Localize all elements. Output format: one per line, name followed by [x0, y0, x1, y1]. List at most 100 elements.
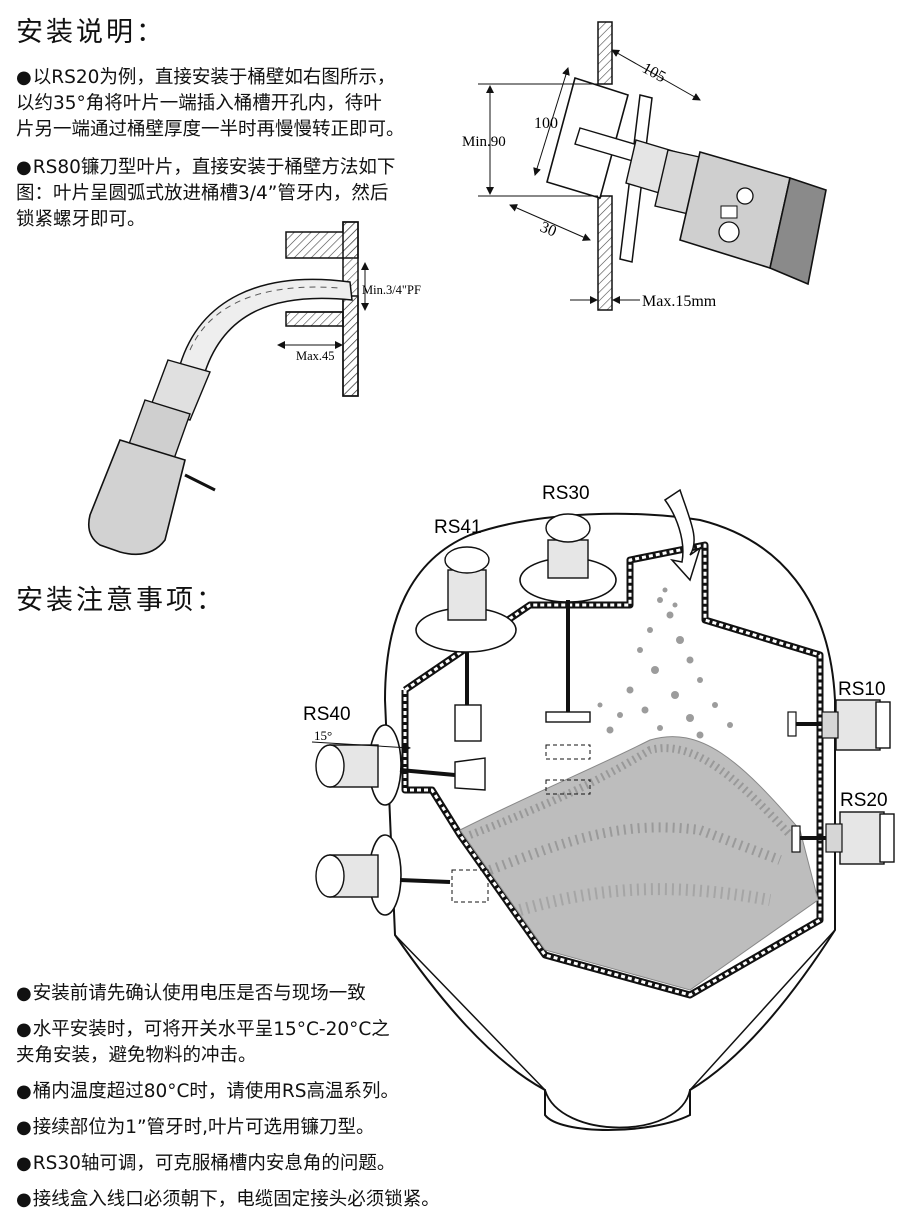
dim-label-max15: Max.15mm — [642, 293, 717, 310]
silo-diagram: 15° RS30 RS41 RS40 RS10 — [303, 483, 895, 1131]
rs30-cap — [545, 513, 591, 543]
rs40b-shaft — [399, 878, 451, 884]
install-paragraph-2: ●RS80镰刀型叶片，直接安装于桶壁方法如下 图：叶片呈圆弧式放进桶槽3/4”管… — [16, 155, 395, 233]
bullet-icon: ● — [16, 1019, 32, 1040]
blade-hub — [149, 359, 211, 421]
precaution-text: 桶内温度超过80°C时，请使用RS高温系列。 — [32, 1081, 400, 1102]
precautions-heading: 安装注意事项： — [16, 585, 226, 616]
inflow-arrow-icon — [663, 488, 702, 582]
silo-outlet — [544, 1089, 691, 1129]
rs30-paddle-adjust — [545, 779, 591, 795]
rs30-paddle — [545, 711, 591, 723]
precaution-text-cont: 夹角安装，避免物料的冲击。 — [16, 1045, 257, 1066]
install-p2-line3: 锁紧螺牙即可。 — [16, 209, 146, 230]
rs41-paddle — [454, 704, 482, 742]
precaution-text: RS30轴可调，可克服桶槽内安息角的问题。 — [32, 1153, 396, 1174]
cone-left — [394, 934, 546, 1091]
precaution-item: ●水平安装时，可将开关水平呈15°C-20°C之 夹角安装，避免物料的冲击。 — [16, 1017, 440, 1069]
precaution-item: ●安装前请先确认使用电压是否与现场一致 — [16, 981, 440, 1007]
sickle-blade-diagram: Min.3/4"PF Max.45 — [87, 221, 421, 556]
cable-icon — [184, 473, 216, 492]
rs40-cap — [315, 744, 345, 788]
silo-wall-hatch — [403, 543, 822, 997]
precaution-text: 安装前请先确认使用电压是否与现场一致 — [32, 983, 366, 1004]
precaution-item: ●接续部位为1”管牙时,叶片可选用镰刀型。 — [16, 1115, 440, 1141]
rs30-body — [547, 539, 589, 579]
rs10-paddle — [787, 711, 797, 737]
cone-right — [689, 929, 836, 1091]
dim-label-105: 105 — [639, 60, 668, 86]
install-p1-line3: 片另一端通过桶壁厚度一半时再慢慢转正即可。 — [16, 119, 405, 140]
angle-line — [311, 741, 411, 752]
rs40-paddle — [454, 757, 486, 791]
terminal-icon — [718, 221, 740, 243]
sickle-blade — [179, 278, 353, 373]
install-p1-line1: 以RS20为例，直接安装于桶壁如右图所示， — [32, 67, 396, 88]
dim-label-pf: Min.3/4"PF — [362, 283, 421, 297]
bullet-icon: ● — [16, 67, 32, 88]
precaution-text: 接线盒入线口必须朝下，电缆固定接头必须锁紧。 — [32, 1189, 440, 1210]
label-rs10: RS10 — [838, 679, 886, 700]
housing-cover — [769, 176, 827, 286]
rs10-cover — [875, 701, 891, 749]
install-p2-line1: RS80镰刀型叶片，直接安装于桶壁方法如下 — [32, 157, 396, 178]
rs10-body — [835, 699, 881, 751]
precaution-item: ●桶内温度超过80°C时，请使用RS高温系列。 — [16, 1079, 440, 1105]
bullet-icon: ● — [16, 983, 32, 1004]
rs10-neck — [821, 711, 839, 739]
rs30-device — [519, 513, 617, 795]
precaution-text: 水平安装时，可将开关水平呈15°C-20°C之 — [32, 1019, 390, 1040]
install-heading: 安装说明： — [16, 17, 166, 48]
rs40b-paddle-buried — [451, 869, 489, 903]
switch-body — [87, 439, 186, 556]
dim-line-105 — [611, 49, 701, 101]
rs41-cap — [444, 546, 490, 574]
rs30-paddle-adjust — [545, 744, 591, 760]
rs41-body — [447, 569, 487, 621]
rs20-body — [839, 811, 885, 865]
wall-lower — [597, 195, 613, 311]
dim-label-max45: Max.45 — [296, 349, 335, 363]
falling-material — [597, 587, 733, 739]
label-rs40: RS40 — [303, 704, 351, 725]
wall-upper — [597, 21, 613, 85]
precaution-item: ●接线盒入线口必须朝下，电缆固定接头必须锁紧。 — [16, 1187, 440, 1213]
install-p2-line2: 图：叶片呈圆弧式放进桶槽3/4”管牙内，然后 — [16, 183, 389, 204]
bullet-icon: ● — [16, 157, 32, 178]
label-rs41: RS41 — [434, 517, 482, 538]
label-rs30: RS30 — [542, 483, 590, 504]
rs40-shaft — [399, 768, 456, 777]
rs10-device — [787, 699, 891, 751]
tank-wall — [342, 221, 359, 397]
rs40-device-lower — [315, 834, 489, 916]
bullet-icon: ● — [16, 1117, 32, 1138]
precautions-list: ●安装前请先确认使用电压是否与现场一致 ●水平安装时，可将开关水平呈15°C-2… — [16, 981, 440, 1223]
dim-label-min90: Min.90 — [462, 134, 506, 150]
label-rs20: RS20 — [840, 790, 888, 811]
cable-gland-icon — [736, 187, 754, 205]
rs40b-cap — [315, 854, 345, 898]
blade-segment-lines — [189, 286, 341, 351]
bullet-icon: ● — [16, 1189, 32, 1210]
rs20-cover — [879, 813, 895, 863]
dim-label-30: 30 — [538, 219, 559, 241]
material-texture — [468, 744, 793, 839]
precaution-item: ●RS30轴可调，可克服桶槽内安息角的问题。 — [16, 1151, 440, 1177]
rs20-neck — [825, 823, 843, 853]
install-paragraph-1: ●以RS20为例，直接安装于桶壁如右图所示， 以约35°角将叶片一端插入桶槽开孔… — [16, 65, 405, 143]
rs20-paddle — [791, 825, 801, 853]
dim-label-100: 100 — [534, 115, 558, 132]
rs40-device: 15° — [311, 724, 486, 806]
rs20-device — [791, 811, 895, 865]
bullet-icon: ● — [16, 1153, 32, 1174]
label-plate — [720, 205, 738, 219]
bullet-icon: ● — [16, 1081, 32, 1102]
pipe-thread — [285, 311, 344, 327]
dim-line-100 — [533, 67, 570, 176]
install-p1-line2: 以约35°角将叶片一端插入桶槽开孔内，待叶 — [16, 93, 382, 114]
material-texture — [518, 883, 772, 916]
rs41-device — [415, 546, 517, 742]
material-pile — [459, 736, 819, 991]
dim-line-30 — [509, 204, 591, 241]
